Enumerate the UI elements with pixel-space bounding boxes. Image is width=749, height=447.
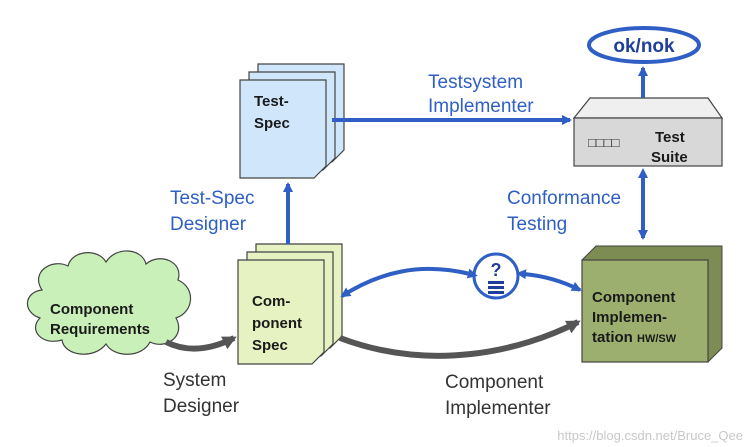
system-designer-label-line2: Designer	[163, 396, 240, 417]
component-implementer-label-line2: Implementer	[445, 398, 551, 419]
test-suite-label-line1: Test	[655, 129, 685, 146]
arrow-query-implementation	[516, 269, 582, 292]
conformance-testing-label-line1: Conformance	[507, 188, 621, 209]
watermark: https://blog.csdn.net/Bruce_Qee	[557, 428, 743, 443]
arrow-requirements-to-spec	[164, 335, 237, 352]
component-implementation-label-line1: Component	[592, 289, 675, 306]
query-symbol: ?	[491, 260, 502, 280]
component-spec-label-line1: Com-	[252, 293, 290, 310]
component-implementer-label-line1: Component	[445, 372, 544, 393]
result-label: ok/nok	[613, 36, 675, 57]
component-requirements-label-line2: Requirements	[50, 321, 150, 338]
component-implementation-box: Component Implemen- tation HW/SW	[581, 245, 723, 363]
test-spec-label-line2: Spec	[254, 115, 290, 132]
component-implementation-label-line3: tation HW/SW	[592, 329, 677, 346]
component-implementation-label-line2: Implemen-	[592, 309, 667, 326]
system-designer-label-line1: System	[163, 370, 226, 391]
component-spec-label-line2: ponent	[252, 315, 302, 332]
test-suite-indicator-lights: □□□□	[588, 135, 620, 150]
test-spec-doc: Test- Spec	[239, 63, 345, 179]
testsystem-implementer-label-line2: Implementer	[428, 96, 534, 117]
test-spec-designer-label-line2: Designer	[170, 214, 247, 235]
component-spec-label-line3: Spec	[252, 337, 288, 354]
test-suite-label-line2: Suite	[651, 149, 688, 166]
testsystem-implementer-label-line1: Testsystem	[428, 72, 523, 93]
component-requirements-cloud: Component Requirements	[26, 250, 192, 355]
test-spec-label-line1: Test-	[254, 93, 289, 110]
arrow-query-spec	[340, 267, 478, 298]
test-suite-device: □□□□ Test Suite	[572, 97, 724, 167]
result-ellipse: ok/nok	[587, 26, 701, 64]
component-spec-doc: Com- ponent Spec	[237, 243, 343, 365]
query-icon: ?	[472, 252, 520, 300]
test-spec-designer-label-line1: Test-Spec	[170, 188, 254, 209]
arrow-spec-to-implementation	[338, 319, 581, 359]
component-requirements-label-line1: Component	[50, 301, 133, 318]
conformance-testing-label-line2: Testing	[507, 214, 567, 235]
